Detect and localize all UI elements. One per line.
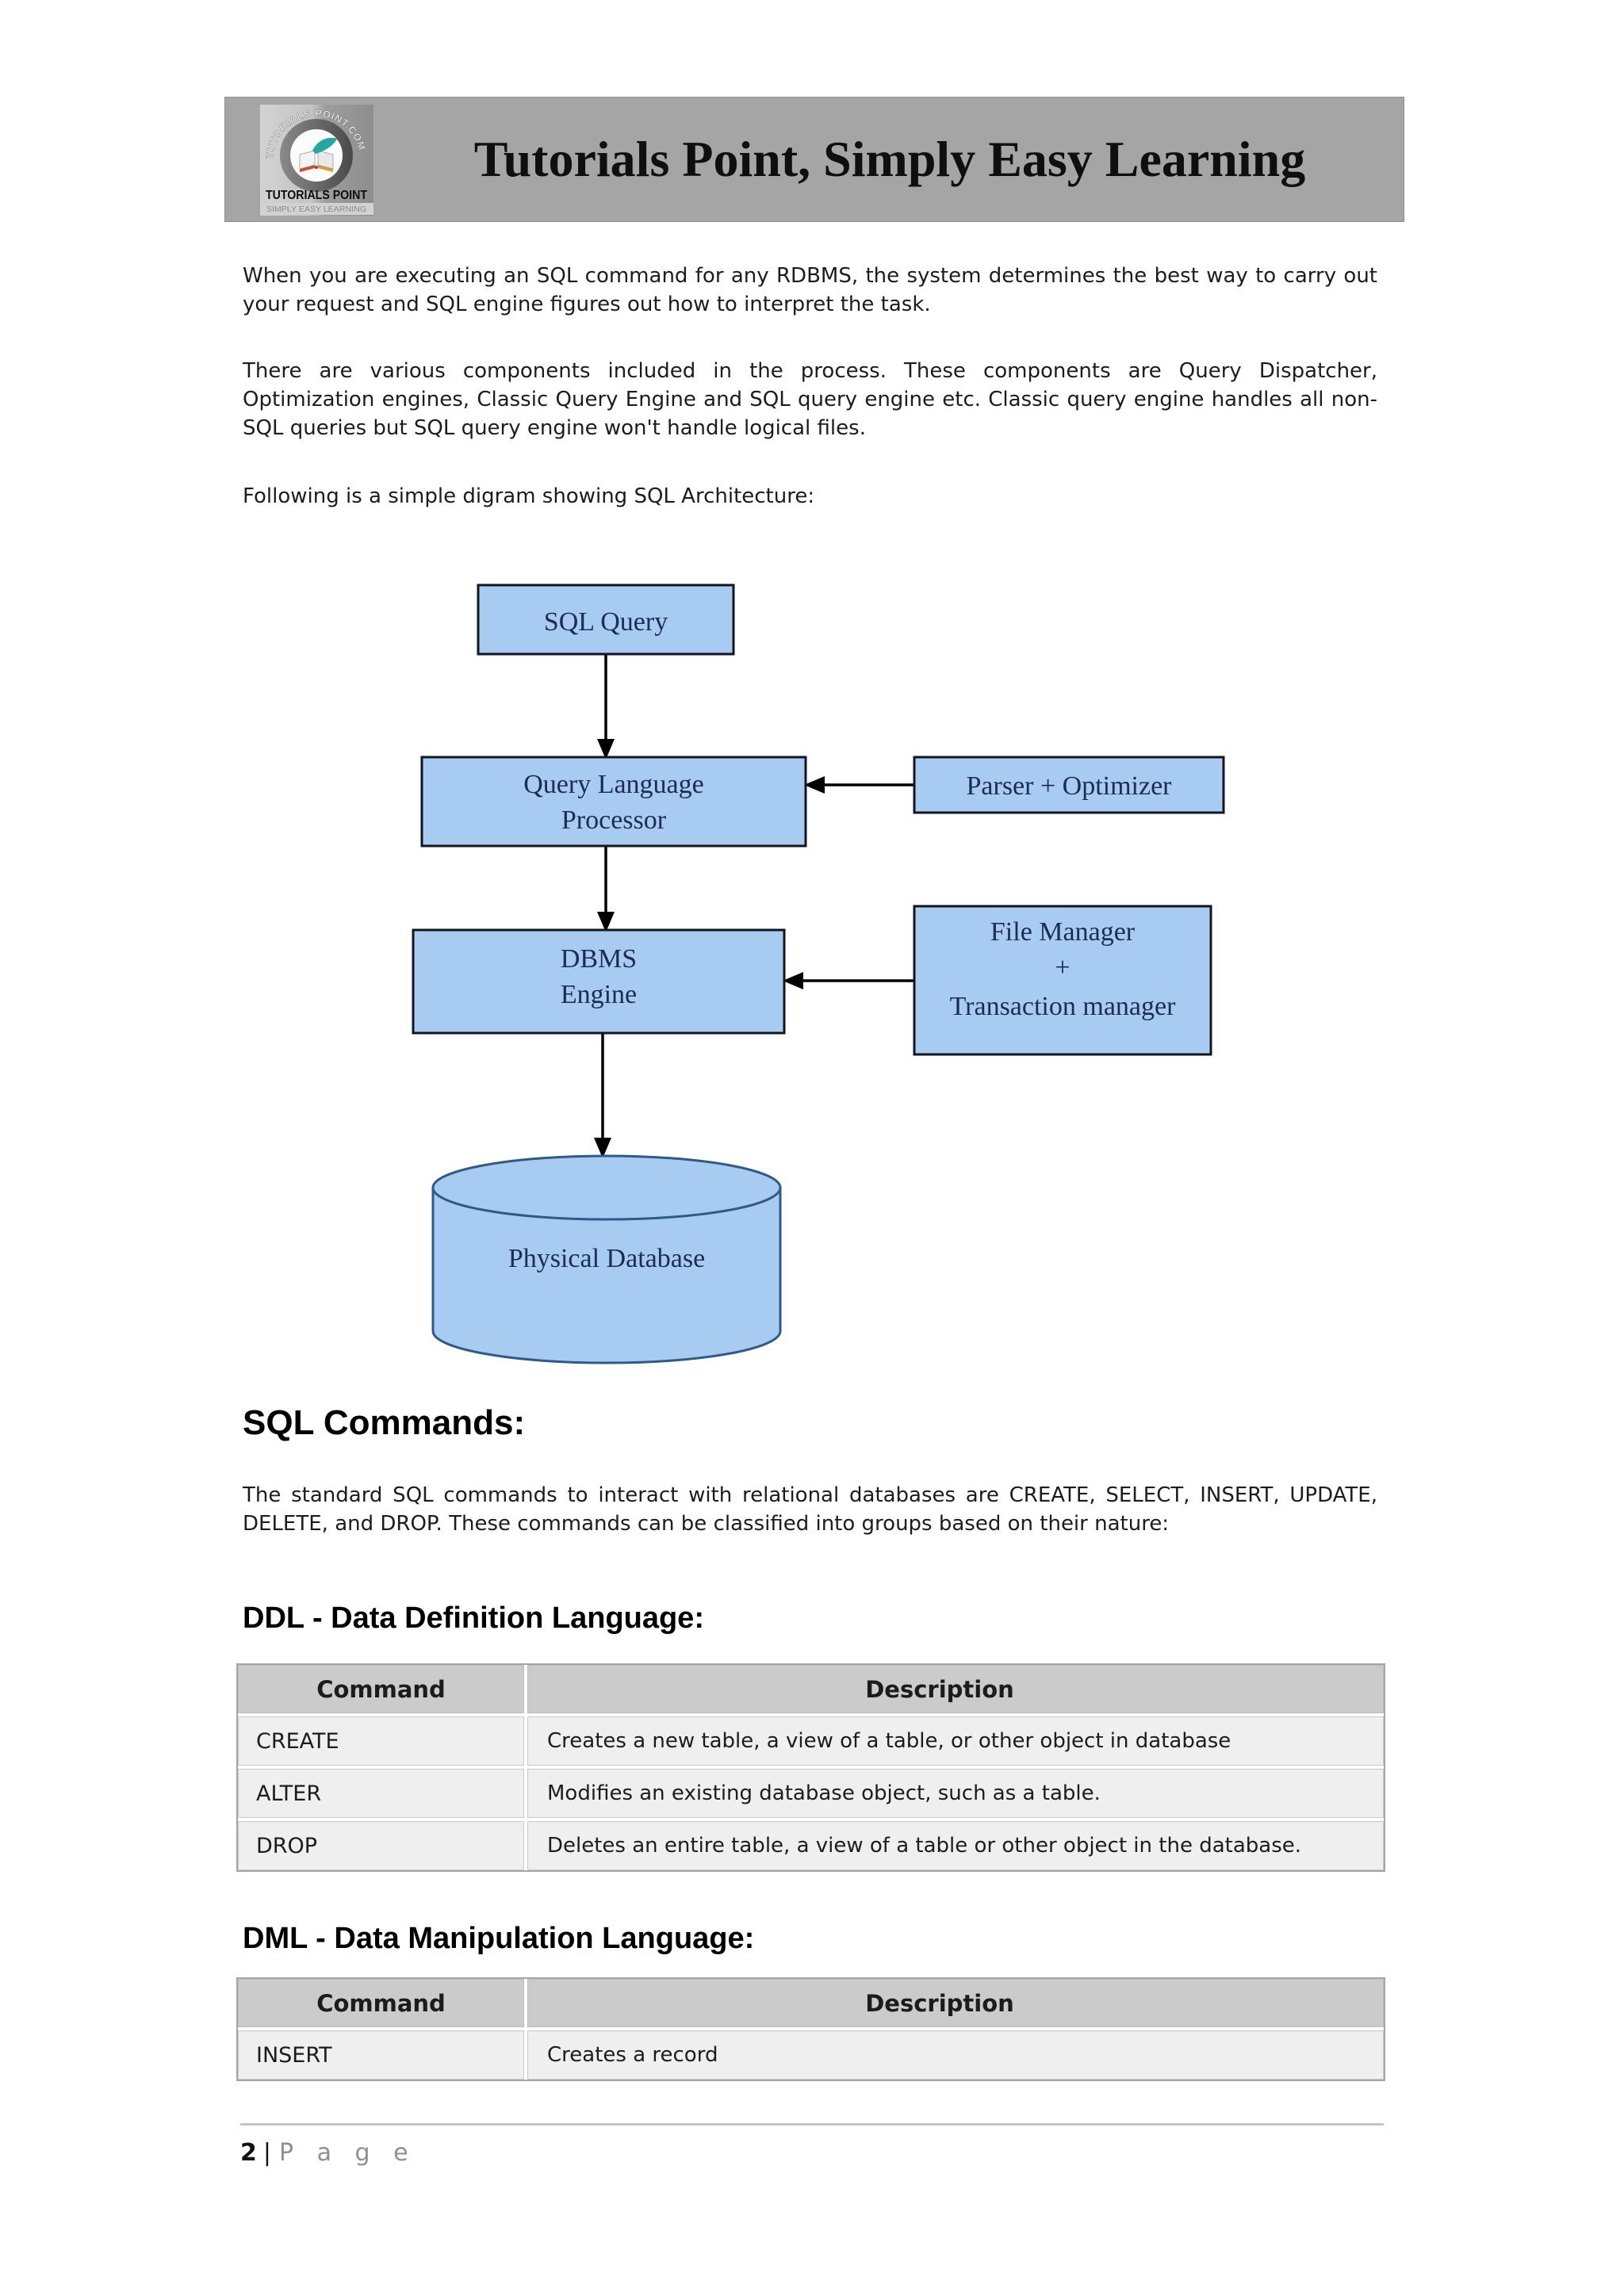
dml-table-header-row: Command Description	[238, 1979, 1384, 2027]
diagram-arrows	[594, 654, 914, 1158]
description-cell: Creates a record	[527, 2030, 1384, 2080]
logo-inner-circle	[290, 129, 343, 182]
page-footer: 2|P a g e	[240, 2139, 416, 2167]
dml-table: Command Description INSERT Creates a rec…	[236, 1977, 1385, 2081]
svg-text:File Manager: File Manager	[990, 917, 1136, 947]
description-cell: Modifies an existing database object, su…	[527, 1769, 1384, 1818]
table-row: INSERT Creates a record	[238, 2030, 1384, 2080]
svg-text:Processor: Processor	[561, 806, 667, 835]
logo-tagline-text: SIMPLY EASY LEARNING	[266, 205, 366, 214]
svg-text:SQL Query: SQL Query	[544, 607, 668, 637]
heading-sql-commands: SQL Commands:	[243, 1403, 526, 1442]
heading-dml: DML - Data Manipulation Language:	[243, 1922, 755, 1955]
sql-architecture-diagram: SQL Query Query Language Processor Parse…	[412, 584, 1225, 1364]
node-file-transaction-manager: File Manager + Transaction manager	[913, 905, 1212, 1056]
page-number: 2	[240, 2139, 257, 2167]
footer-page-word: P a g e	[278, 2139, 416, 2167]
svg-text:Engine: Engine	[561, 980, 637, 1009]
table-row: CREATE Creates a new table, a view of a …	[238, 1716, 1384, 1766]
svg-text:+: +	[1055, 953, 1070, 982]
node-dbms-engine: DBMS Engine	[412, 928, 786, 1035]
description-cell: Deletes an entire table, a view of a tab…	[527, 1821, 1384, 1870]
svg-text:Parser + Optimizer: Parser + Optimizer	[967, 771, 1173, 801]
command-cell: DROP	[238, 1821, 524, 1870]
command-cell: ALTER	[238, 1769, 524, 1818]
tutorialspoint-logo: TUTORIALS POINT.COM TUTORIALS POINT SIMP…	[260, 105, 373, 216]
intro-paragraph-3: Following is a simple digram showing SQL…	[243, 484, 815, 508]
column-header-command: Command	[238, 1665, 524, 1713]
footer-separator: |	[262, 2139, 271, 2167]
node-parser-optimizer: Parser + Optimizer	[913, 756, 1225, 814]
node-query-language-processor: Query Language Processor	[420, 756, 807, 848]
command-cell: INSERT	[238, 2030, 524, 2080]
logo-tagline-strip	[260, 203, 373, 215]
table-row: DROP Deletes an entire table, a view of …	[238, 1821, 1384, 1870]
quill-icon	[312, 137, 337, 154]
column-header-command: Command	[238, 1979, 524, 2027]
table-row: ALTER Modifies an existing database obje…	[238, 1769, 1384, 1818]
intro-paragraph-1: When you are executing an SQL command fo…	[243, 264, 1377, 316]
svg-text:Transaction manager: Transaction manager	[950, 992, 1177, 1021]
intro-paragraph-2: There are various components included in…	[243, 359, 1377, 440]
heading-ddl: DDL - Data Definition Language:	[243, 1601, 704, 1635]
column-header-description: Description	[527, 1979, 1384, 2027]
command-cell: CREATE	[238, 1716, 524, 1766]
column-header-description: Description	[527, 1665, 1384, 1713]
header-banner: TUTORIALS POINT.COM TUTORIALS POINT SIMP…	[224, 97, 1404, 222]
footer-divider	[240, 2123, 1384, 2126]
open-book-icon	[299, 137, 337, 172]
sql-commands-paragraph: The standard SQL commands to interact wi…	[243, 1483, 1377, 1536]
banner-title: Tutorials Point, Simply Easy Learning	[473, 131, 1306, 187]
svg-text:DBMS: DBMS	[561, 944, 637, 974]
svg-text:Physical Database: Physical Database	[508, 1244, 705, 1273]
logo-brand-text: TUTORIALS POINT	[266, 189, 367, 202]
node-sql-query: SQL Query	[477, 584, 735, 656]
ddl-table-header-row: Command Description	[238, 1665, 1384, 1713]
description-cell: Creates a new table, a view of a table, …	[527, 1716, 1384, 1766]
ddl-table: Command Description CREATE Creates a new…	[236, 1663, 1385, 1872]
svg-text:Query Language: Query Language	[523, 770, 704, 799]
node-physical-database: Physical Database	[431, 1154, 782, 1364]
